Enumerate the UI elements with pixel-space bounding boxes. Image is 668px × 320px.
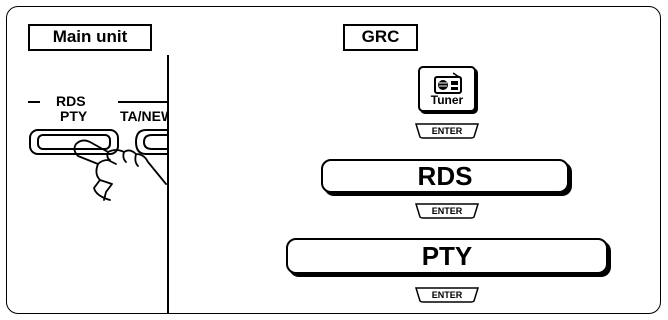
pty-button[interactable]: PTY	[286, 238, 608, 274]
enter-label-2: ENTER	[432, 206, 463, 216]
rds-bracket-line-right	[118, 101, 168, 103]
rds-bracket-line-left	[28, 101, 40, 103]
diagram-frame	[6, 6, 661, 314]
enter-key-1[interactable]: ENTER	[415, 123, 479, 139]
rds-pty-button[interactable]	[28, 124, 168, 204]
rds-button[interactable]: RDS	[321, 159, 569, 193]
pressing-hand-icon	[73, 139, 167, 201]
rds-label: RDS	[56, 93, 86, 109]
enter-key-3[interactable]: ENTER	[415, 287, 479, 303]
enter-label-1: ENTER	[432, 126, 463, 136]
radio-icon	[434, 72, 462, 94]
tuner-button[interactable]: Tuner	[418, 66, 476, 112]
enter-label-3: ENTER	[432, 290, 463, 300]
panel-divider	[167, 55, 169, 314]
grc-label: GRC	[343, 24, 418, 51]
tuner-label: Tuner	[430, 93, 464, 107]
pty-label: PTY	[60, 108, 88, 124]
ta-news-label: TA/NEW	[120, 108, 167, 124]
enter-key-2[interactable]: ENTER	[415, 203, 479, 219]
main-unit-label: Main unit	[28, 24, 152, 51]
